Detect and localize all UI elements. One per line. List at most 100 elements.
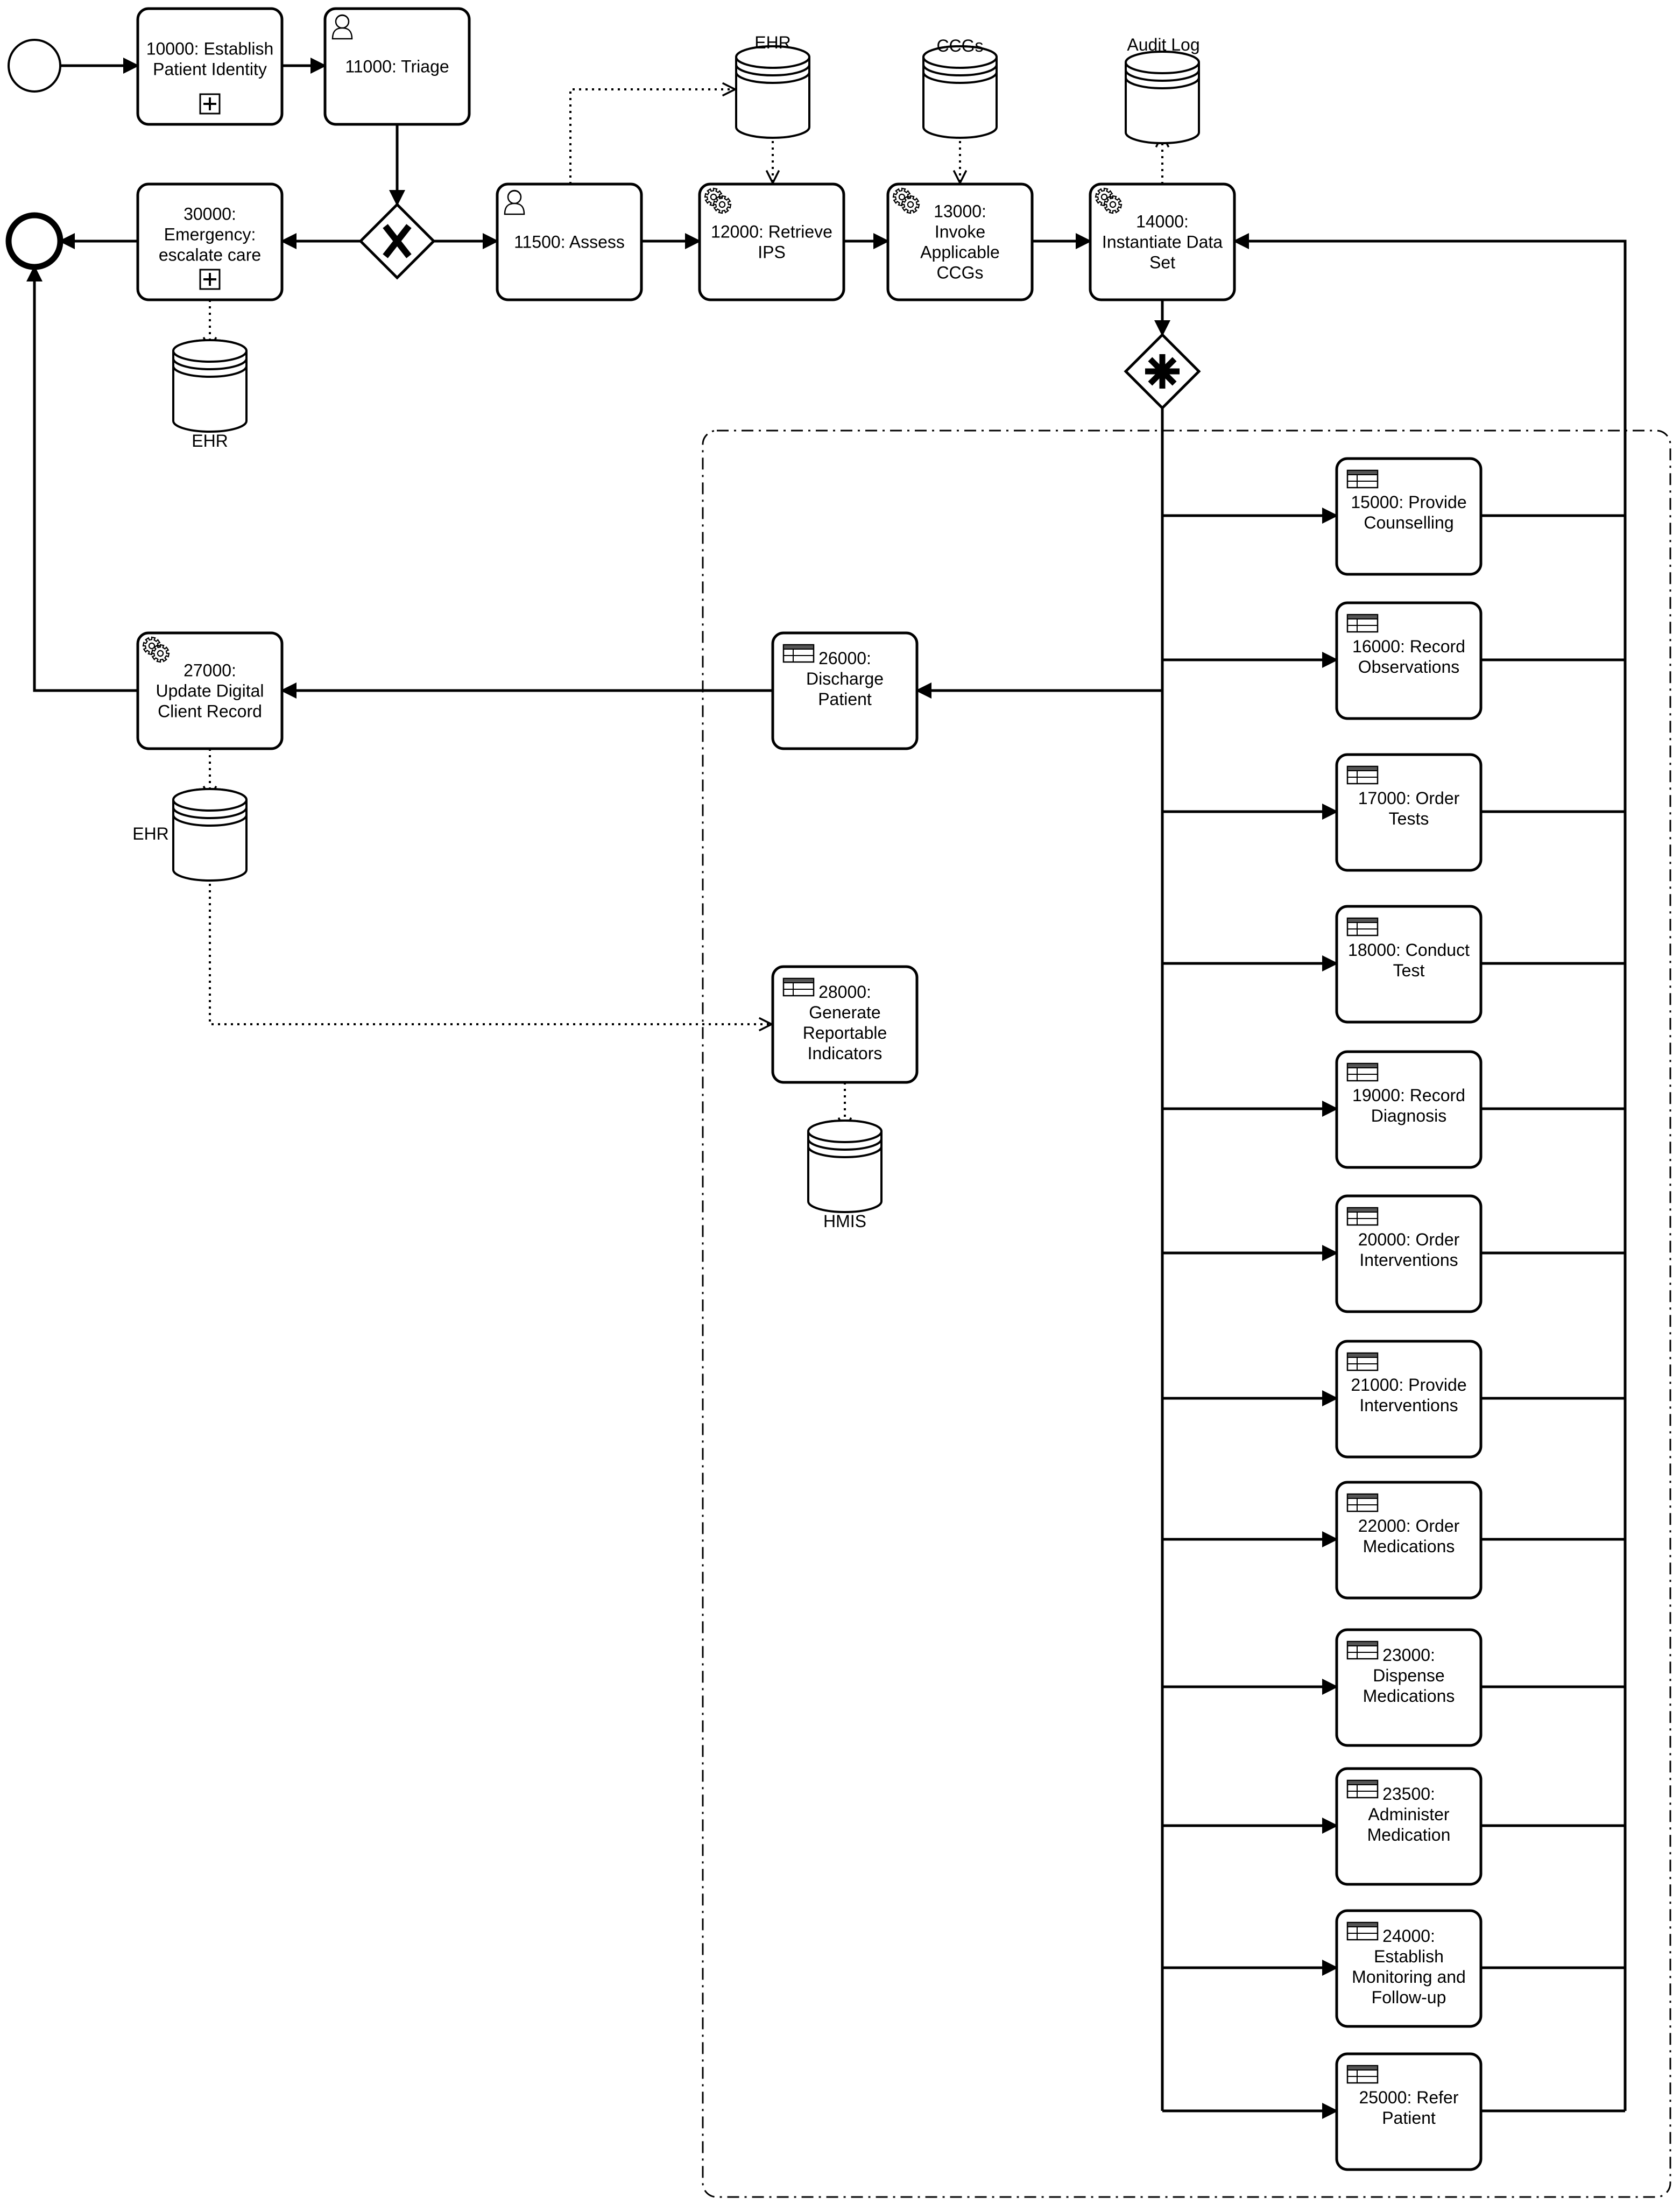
- x-marker-icon: [383, 224, 412, 258]
- task-label: CCGs: [936, 263, 983, 283]
- task-label: 18000: Conduct: [1348, 940, 1470, 960]
- events: [5, 39, 63, 270]
- task-label: Medications: [1363, 1537, 1455, 1556]
- start-event[interactable]: [8, 39, 61, 93]
- task-label: escalate care: [159, 245, 261, 265]
- gear-icon: [892, 187, 920, 214]
- task-label: 30000:: [183, 205, 236, 224]
- task-label: Patient: [1382, 2108, 1436, 2128]
- flow-27000-to-end: [26, 265, 138, 692]
- task-label: Patient: [818, 689, 872, 709]
- task-label: Discharge: [806, 669, 884, 688]
- datastore-ehr: EHR: [172, 339, 248, 450]
- user-icon: [331, 14, 353, 40]
- task-label: 20000: Order: [1358, 1230, 1460, 1249]
- table-icon: [1346, 1779, 1379, 1799]
- exclusive-gateway[interactable]: [358, 202, 436, 280]
- task-label: 13000:: [934, 202, 986, 221]
- task-label: Indicators: [808, 1044, 883, 1063]
- table-icon: [1346, 765, 1379, 785]
- table-icon: [782, 977, 815, 997]
- task-label: 11500: Assess: [514, 233, 625, 252]
- task-label: Instantiate Data: [1102, 233, 1223, 252]
- task-label: 11000: Triage: [345, 57, 449, 76]
- task-label: 10000: Establish: [146, 39, 274, 59]
- task-11500[interactable]: 11500: Assess: [496, 182, 643, 301]
- task-label: 25000: Refer: [1359, 2088, 1458, 2107]
- gear-icon: [142, 636, 170, 663]
- task-label: Set: [1149, 253, 1175, 272]
- datastore-label: EHR: [132, 824, 169, 843]
- task-label: Interventions: [1359, 1396, 1458, 1415]
- task-label: 27000:: [183, 661, 236, 680]
- task-label: Diagnosis: [1371, 1106, 1447, 1125]
- asterisk-marker-icon: [1145, 354, 1180, 389]
- table-icon: [1346, 469, 1379, 489]
- datastore-audit-log: Audit Log: [1125, 35, 1200, 144]
- sequence-flows: [26, 58, 1627, 2119]
- task-label: 19000: Record: [1352, 1086, 1465, 1105]
- subprocess-marker-icon: [199, 269, 221, 290]
- task-label: Reportable: [803, 1023, 887, 1043]
- task-label: Test: [1393, 961, 1425, 980]
- end-event[interactable]: [5, 212, 63, 270]
- task-label: 23500:: [1382, 1784, 1435, 1804]
- table-icon: [1346, 1352, 1379, 1371]
- datastore-ehr: EHR: [735, 33, 810, 139]
- task-label: Follow-up: [1372, 1988, 1446, 2007]
- table-icon: [1346, 1062, 1379, 1082]
- task-label: 12000: Retrieve: [711, 222, 832, 242]
- task-label: Update Digital: [156, 681, 264, 701]
- datastore-label: HMIS: [823, 1212, 866, 1231]
- flow-return-to-14000: [1233, 233, 1627, 2111]
- subprocess-marker-icon: [199, 93, 221, 115]
- gear-icon: [704, 187, 732, 214]
- datastore-ccgs: CCGs: [922, 36, 998, 139]
- task-label: 16000: Record: [1352, 637, 1465, 656]
- datastore-label: CCGs: [936, 36, 983, 55]
- task-label: Patient Identity: [153, 60, 267, 79]
- task-label: Generate: [809, 1003, 880, 1022]
- user-icon: [504, 189, 525, 215]
- table-icon: [1346, 614, 1379, 633]
- table-icon: [782, 644, 815, 663]
- task-label: Medications: [1363, 1686, 1455, 1706]
- task-label: 17000: Order: [1358, 788, 1460, 808]
- task-label: Observations: [1358, 657, 1460, 677]
- task-label: Interventions: [1359, 1250, 1458, 1270]
- gear-icon: [1095, 187, 1123, 214]
- complex-gateway[interactable]: [1124, 333, 1201, 410]
- table-icon: [1346, 1921, 1379, 1941]
- task-label: Monitoring and: [1352, 1967, 1466, 1987]
- gateways: [358, 202, 1201, 410]
- task-label: Invoke: [935, 222, 985, 242]
- task-label: 23000:: [1382, 1645, 1435, 1665]
- task-11000[interactable]: 11000: Triage: [323, 7, 471, 126]
- task-30000[interactable]: 30000:Emergency:escalate care: [136, 182, 284, 301]
- task-label: Client Record: [158, 702, 262, 721]
- task-label: 14000:: [1136, 212, 1189, 231]
- datastore-ehr: EHR: [132, 788, 248, 882]
